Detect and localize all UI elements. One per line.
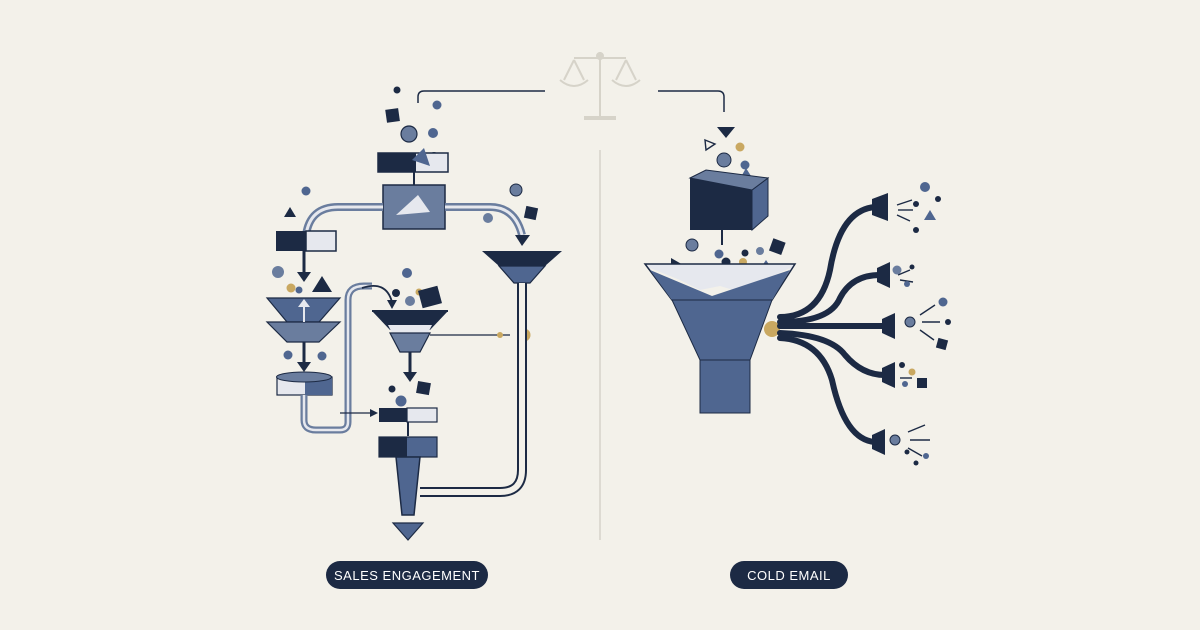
particle	[889, 182, 951, 466]
right-funnel	[420, 251, 562, 497]
middle-funnel	[372, 268, 531, 382]
cold-email-label: COLD EMAIL	[730, 561, 848, 589]
sales-engagement-label: SALES ENGAGEMENT	[326, 561, 488, 589]
megaphone-icon	[872, 193, 895, 455]
outgoing-tubes	[777, 204, 888, 445]
left-branch	[265, 230, 397, 434]
top-connector-lines	[417, 90, 725, 112]
cold-email-diagram	[643, 127, 951, 466]
spray-lines	[896, 199, 940, 457]
sales-engagement-diagram	[265, 86, 562, 541]
big-funnel	[643, 263, 797, 414]
top-box	[377, 148, 449, 230]
pipes	[302, 203, 530, 246]
big-box	[688, 169, 770, 245]
balance-scale-icon	[559, 52, 641, 120]
lower-stack	[340, 381, 438, 541]
